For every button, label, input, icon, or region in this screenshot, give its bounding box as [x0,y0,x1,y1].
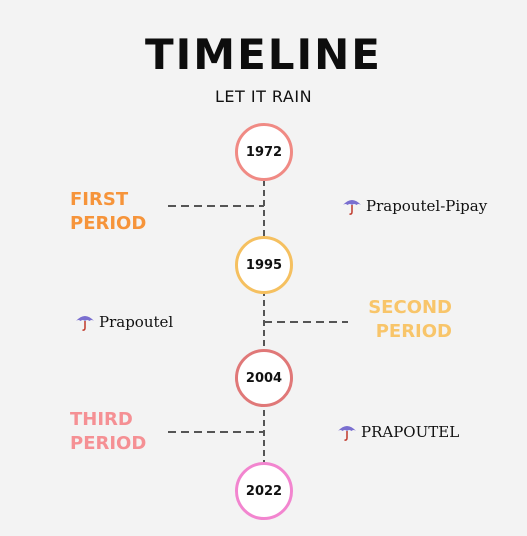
year-label: 1972 [245,144,283,160]
location-text: Prapoutel-Pipay [366,197,488,215]
period-third: THIRD PERIOD [70,408,146,456]
year-node-2022: 2022 [235,462,293,520]
period-line1: FIRST [70,189,129,210]
year-label: 1995 [245,257,283,273]
period-line1: SECOND [368,297,452,318]
period-line2: PERIOD [70,433,147,454]
location-label-prapoutel-pipay: Prapoutel-Pipay [342,196,487,216]
page-title: TIMELINE [145,30,382,79]
year-node-2004: 2004 [235,349,293,407]
period-line2: PERIOD [70,213,147,234]
period-first: FIRST PERIOD [70,188,146,236]
location-label-prapoutel-caps: PRAPOUTEL [337,422,459,442]
period-line2: PERIOD [375,321,452,342]
umbrella-icon [338,426,356,441]
page-subtitle: LET IT RAIN [214,87,313,106]
umbrella-icon [343,200,361,215]
period-line1: THIRD [70,409,133,430]
location-label-prapoutel: Prapoutel [75,312,173,332]
year-node-1972: 1972 [235,123,293,181]
year-label: 2022 [245,483,283,499]
year-label: 2004 [245,370,283,386]
location-text: PRAPOUTEL [361,423,460,441]
umbrella-icon [76,316,94,331]
year-node-1995: 1995 [235,236,293,294]
period-second: SECOND PERIOD [358,296,452,344]
location-text: Prapoutel [99,313,174,331]
